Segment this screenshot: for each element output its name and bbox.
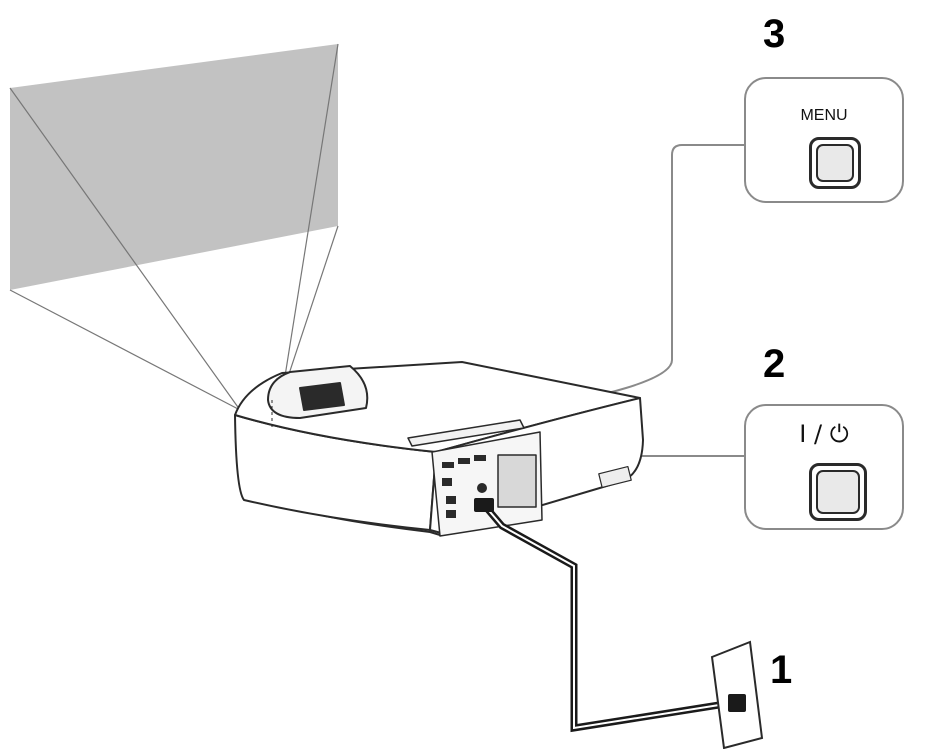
menu-button-callout: MENU xyxy=(744,77,904,203)
menu-leader-line xyxy=(519,144,745,411)
control-strip xyxy=(407,419,525,447)
power-inlet-cover xyxy=(497,454,537,508)
step-2-number: 2 xyxy=(763,342,786,386)
projector xyxy=(234,361,644,537)
power-button[interactable] xyxy=(809,463,867,521)
menu-button-face xyxy=(816,144,854,182)
power-button-label: I / ⏻ xyxy=(799,420,849,448)
power-button-face xyxy=(816,470,860,514)
wall-outlet xyxy=(710,640,764,750)
projection-beam xyxy=(9,43,339,411)
side-vent xyxy=(598,465,632,489)
projection-screen xyxy=(10,44,338,290)
menu-button-label: MENU xyxy=(800,107,848,124)
step-3-number: 3 xyxy=(763,12,786,56)
power-button-callout: I / ⏻ xyxy=(744,404,904,530)
lens xyxy=(299,382,345,411)
cord-plug-projector xyxy=(474,498,494,512)
power-cord xyxy=(482,503,739,733)
connector-ports xyxy=(442,455,487,518)
menu-button[interactable] xyxy=(809,137,861,189)
wall-plug xyxy=(728,694,746,712)
step-1-number: 1 xyxy=(770,648,793,692)
